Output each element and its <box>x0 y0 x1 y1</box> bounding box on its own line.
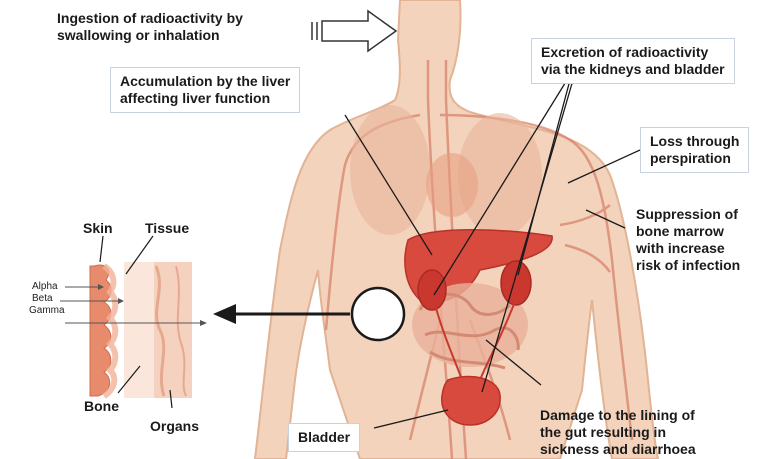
tissue-label: Tissue <box>145 220 189 237</box>
skin-cross-section <box>90 262 192 398</box>
perspiration-label: Loss through perspiration <box>640 127 749 173</box>
excretion-label: Excretion of radioactivity via the kidne… <box>531 38 735 84</box>
right-kidney <box>501 261 531 305</box>
bone-marrow-label: Suppression of bone marrow with increase… <box>636 206 740 274</box>
beta-label: Beta <box>32 293 53 305</box>
gamma-label: Gamma <box>29 305 65 317</box>
gut-damage-label: Damage to the lining of the gut resultin… <box>540 407 696 458</box>
ingestion-label: Ingestion of radioactivity by swallowing… <box>57 10 243 44</box>
left-kidney <box>418 270 446 310</box>
bone-label: Bone <box>84 398 119 415</box>
hollow-right-arrow-icon <box>312 11 396 51</box>
organs-label: Organs <box>150 418 199 435</box>
magnifier-circle-icon <box>352 288 404 340</box>
alpha-label: Alpha <box>32 281 58 293</box>
bladder-label: Bladder <box>288 423 360 452</box>
liver-label: Accumulation by the liver affecting live… <box>110 67 300 113</box>
skin-label: Skin <box>83 220 113 237</box>
bladder-organ <box>442 376 500 425</box>
